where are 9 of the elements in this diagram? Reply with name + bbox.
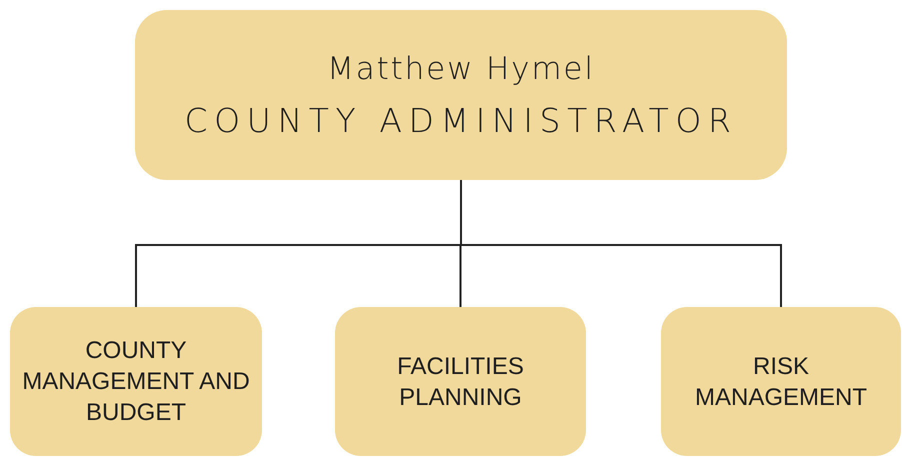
org-box xyxy=(135,10,787,180)
person-name: Matthew Hymel xyxy=(327,50,595,86)
unit-name: RISK MANAGEMENT xyxy=(694,352,868,412)
org-box xyxy=(10,307,262,456)
unit-name: FACILITIES PLANNING xyxy=(396,352,525,412)
org-box xyxy=(661,307,901,456)
unit-name: COUNTY MANAGEMENT AND BUDGET xyxy=(21,336,251,428)
org-box xyxy=(335,307,586,456)
role-title: COUNTY ADMINISTRATOR xyxy=(184,100,738,140)
